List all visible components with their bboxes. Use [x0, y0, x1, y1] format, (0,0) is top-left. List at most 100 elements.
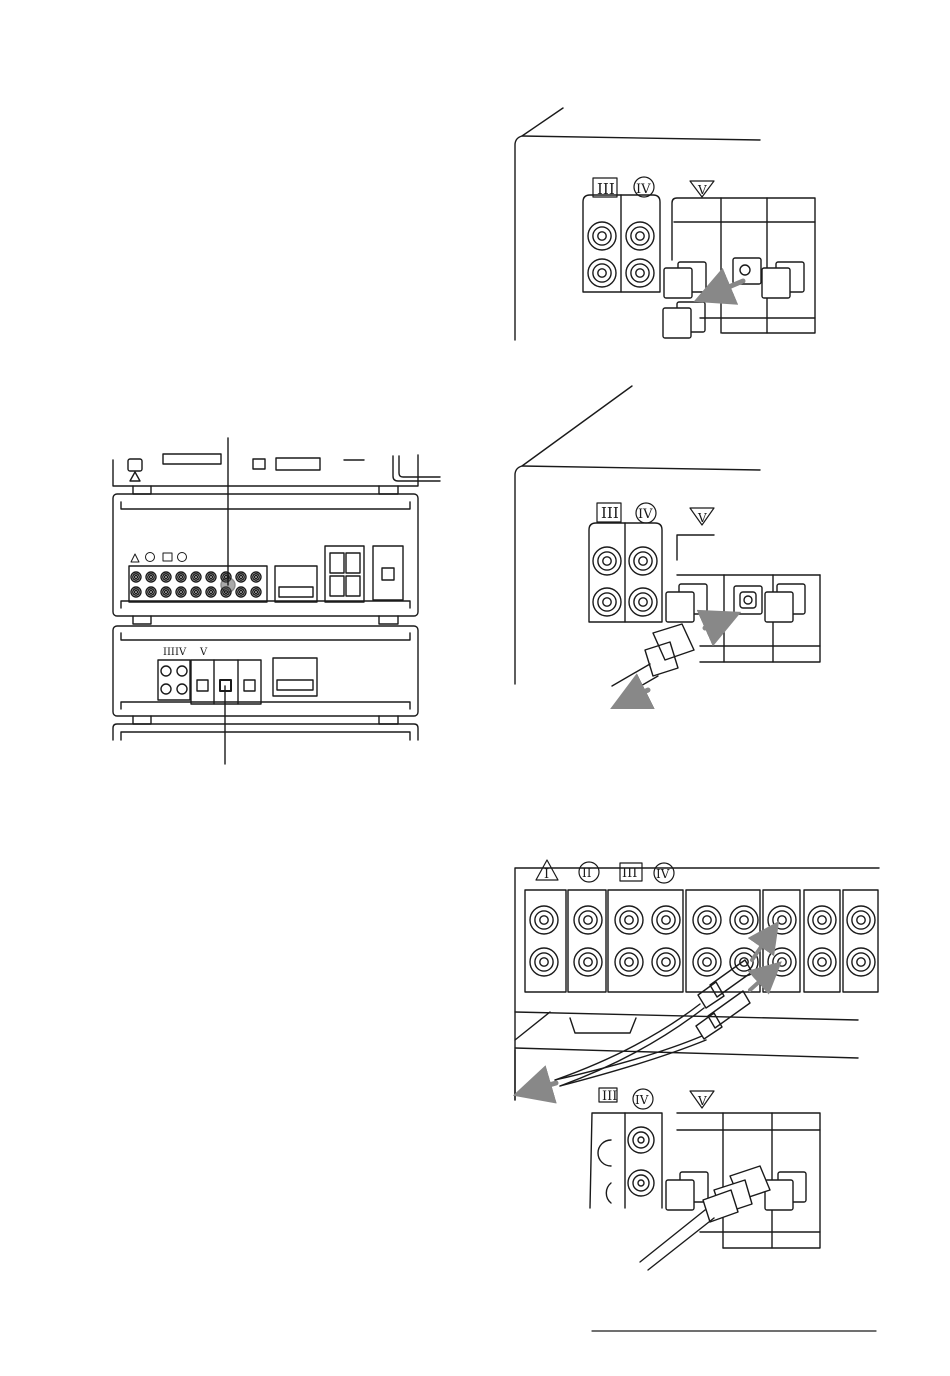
coax-jack — [778, 916, 786, 924]
coax-jack — [735, 911, 753, 929]
coax-jack — [150, 591, 153, 594]
coax-jack — [180, 576, 183, 579]
coax-jack — [535, 953, 553, 971]
coax-jack — [773, 911, 791, 929]
coax-jack — [240, 591, 243, 594]
coax-jack — [625, 958, 633, 966]
coax-jack — [238, 589, 245, 596]
coax-jack — [639, 598, 647, 606]
coax-jack — [852, 953, 870, 971]
coax-jack — [540, 958, 548, 966]
coax-jack — [240, 576, 243, 579]
fig3-label-i: I — [544, 867, 549, 882]
coax-jack — [163, 574, 170, 581]
middle-labels — [131, 553, 187, 563]
figure-optical-cable-insertion: III IV V — [515, 386, 820, 700]
coax-jack — [598, 552, 616, 570]
coax-jack — [852, 911, 870, 929]
coax-jack — [620, 953, 638, 971]
coax-jack — [593, 264, 611, 282]
coax-jack — [698, 911, 716, 929]
coax-jack — [773, 953, 791, 971]
coax-jack — [165, 576, 168, 579]
coax-jack — [818, 958, 826, 966]
jack-group-frame — [608, 890, 683, 992]
coax-jack — [208, 589, 215, 596]
coax-jack — [662, 916, 670, 924]
coax-jack — [150, 576, 153, 579]
coax-jack — [208, 574, 215, 581]
coax-jack — [813, 911, 831, 929]
coax-jack — [634, 593, 652, 611]
fig4-optical-plug — [640, 1166, 770, 1270]
figure-optical-cap-removal: III IV V — [515, 108, 815, 340]
figure-coaxial-connection: I II III IV — [515, 860, 879, 1100]
coax-jack — [740, 916, 748, 924]
fig2-label-v: V — [697, 511, 707, 525]
coax-jack — [180, 591, 183, 594]
fig2-label-iii: III — [601, 504, 619, 522]
middle-unit — [113, 494, 418, 624]
coax-jack — [579, 911, 597, 929]
fig1-label-v: V — [697, 183, 707, 197]
fig2-insert-arrow-icon — [705, 620, 723, 628]
coax-jack — [238, 574, 245, 581]
coax-jack — [818, 916, 826, 924]
coax-jack — [639, 557, 647, 565]
fig3-insert-arrow-upper-icon — [752, 934, 770, 960]
coax-jack — [813, 953, 831, 971]
coax-jack — [535, 911, 553, 929]
coax-jack — [636, 269, 644, 277]
coax-jack — [255, 576, 258, 579]
coax-jack — [210, 576, 213, 579]
coax-jack — [657, 911, 675, 929]
fig1-pull-arrow-icon — [712, 281, 743, 294]
fig3-label-ii: II — [582, 866, 592, 880]
coax-jack — [163, 589, 170, 596]
bottom-label-iv: IV — [175, 647, 187, 658]
coax-jack — [193, 589, 200, 596]
coax-jack — [195, 576, 198, 579]
jack-group-frame — [568, 890, 606, 992]
coax-jack — [598, 269, 606, 277]
middle-jack-panel — [129, 566, 267, 602]
fig4-label-iv: IV — [635, 1093, 649, 1107]
coax-jack — [857, 916, 865, 924]
fig3-label-iii: III — [622, 866, 637, 881]
coax-jack — [148, 574, 155, 581]
jack-group-frame — [525, 890, 566, 992]
coax-jack — [625, 916, 633, 924]
figure-optical-connected: III IV V — [590, 1088, 820, 1270]
jack-group-frame — [686, 890, 760, 992]
coax-jack — [540, 916, 548, 924]
fig3-labels: I II III IV — [536, 860, 674, 883]
coax-jack — [778, 958, 786, 966]
coax-jack — [253, 574, 260, 581]
coax-jack — [255, 591, 258, 594]
fig4-label-iii: III — [602, 1089, 617, 1104]
fig3-rca-plugs — [555, 960, 752, 1086]
fig2-optical-plug — [612, 624, 694, 698]
coax-jack — [133, 589, 140, 596]
coax-jack — [698, 953, 716, 971]
fig3-coax-jack-panel — [525, 890, 878, 992]
jack-group-frame — [804, 890, 840, 992]
lower-unit-fragment — [113, 724, 418, 740]
component-stack-figure: III IV V — [113, 438, 440, 764]
fig4-label-v: V — [697, 1094, 707, 1108]
coax-jack — [703, 916, 711, 924]
jack-group-frame — [843, 890, 878, 992]
coax-jack — [135, 591, 138, 594]
fig1-optical-caps — [663, 258, 804, 338]
coax-jack — [133, 574, 140, 581]
coax-jack — [631, 264, 649, 282]
fig2-label-iv: IV — [638, 507, 653, 522]
fig3-label-iv: IV — [656, 867, 670, 881]
coax-jack — [631, 227, 649, 245]
coax-jack — [662, 958, 670, 966]
bottom-label-v: V — [199, 647, 208, 658]
coax-jack — [165, 591, 168, 594]
coax-jack — [634, 552, 652, 570]
coax-jack — [135, 576, 138, 579]
